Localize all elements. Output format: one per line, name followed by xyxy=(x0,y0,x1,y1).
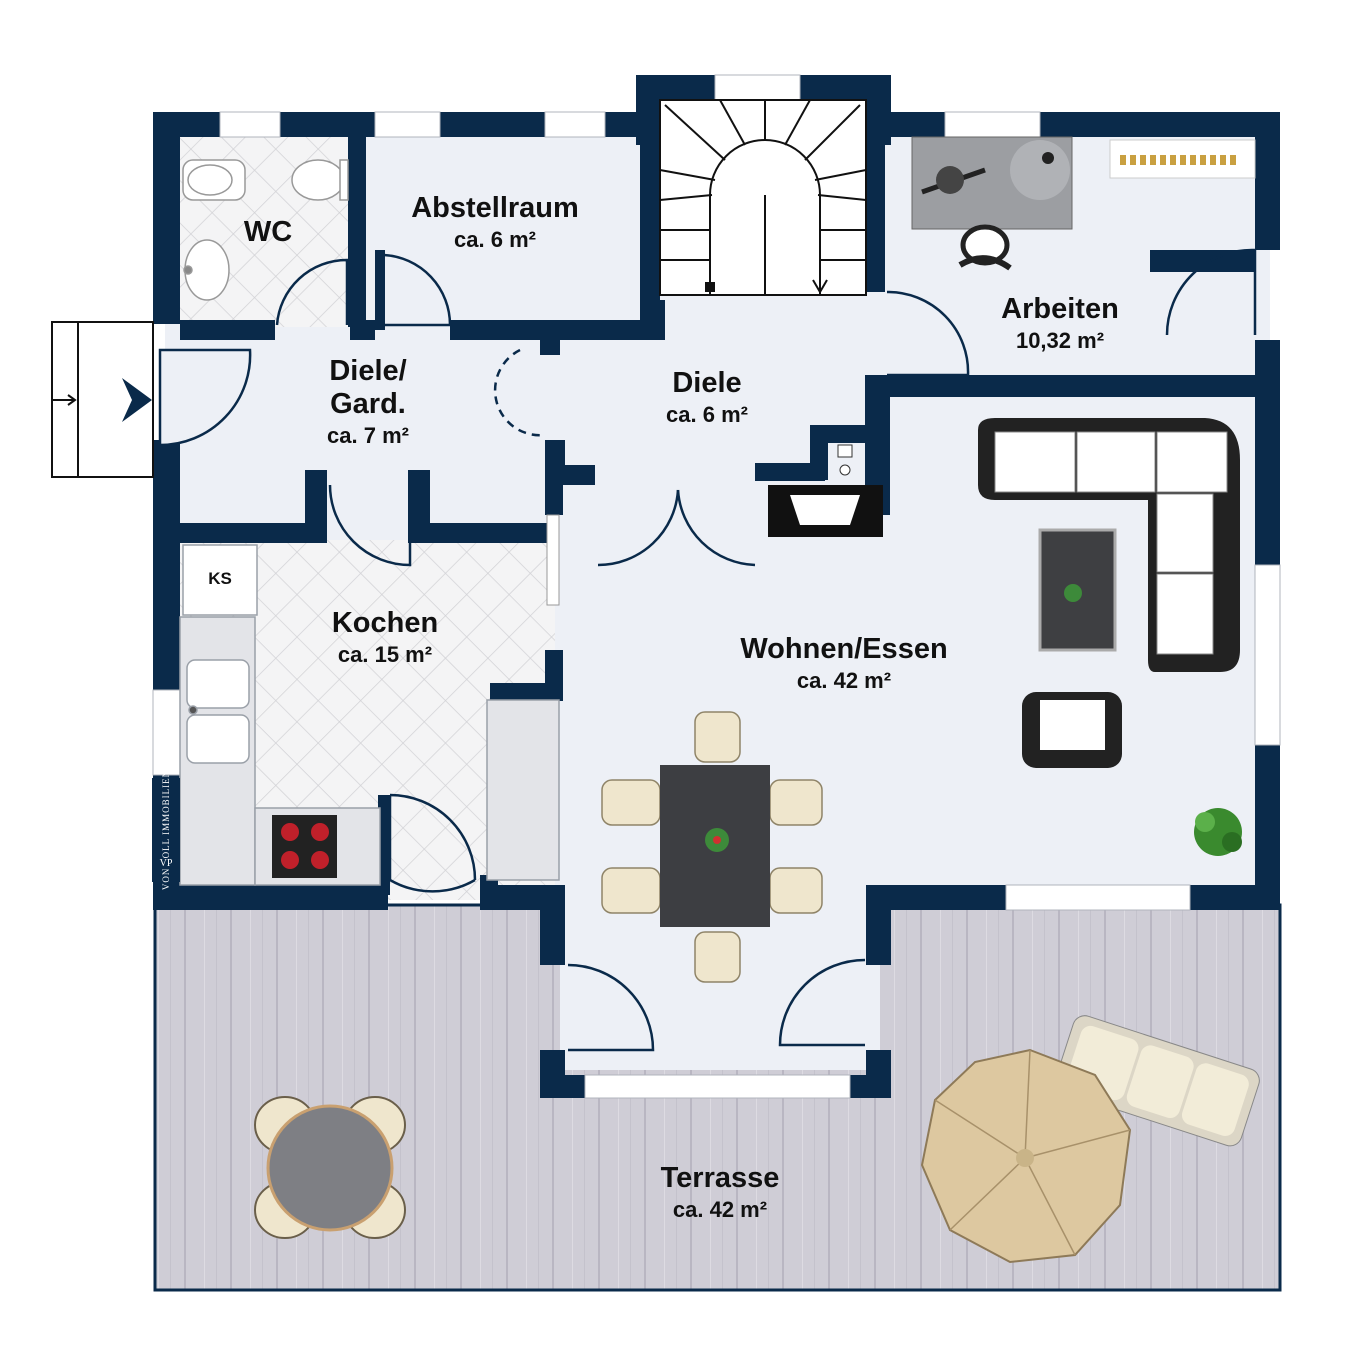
room-name-2: Gard. xyxy=(330,388,406,420)
coffee-table xyxy=(1038,528,1117,652)
room-name: Arbeiten xyxy=(1001,293,1119,325)
cooktop-icon xyxy=(272,815,337,878)
plant-icon xyxy=(1194,808,1242,856)
room-area: ca. 7 m² xyxy=(327,423,409,448)
doors xyxy=(158,248,1257,1052)
room-name: WC xyxy=(243,216,293,248)
room-label-diele: Diele ca. 6 m² xyxy=(666,367,748,430)
room-name: Wohnen/Essen xyxy=(740,633,948,665)
room-name: Abstellraum xyxy=(411,192,579,224)
logo-mark: VP xyxy=(152,858,180,869)
room-label-diele-gard: Diele/ Gard. ca. 7 m² xyxy=(327,355,409,451)
armchair xyxy=(1022,692,1122,768)
entrance-step xyxy=(51,321,154,478)
windows xyxy=(152,74,1281,1099)
room-area: ca. 42 m² xyxy=(796,668,892,693)
wc-fixtures xyxy=(182,159,349,301)
room-label-terrasse: Terrasse ca. 42 m² xyxy=(661,1162,780,1225)
room-name: Diele xyxy=(672,367,742,399)
umbrella-icon xyxy=(920,1048,1132,1264)
room-label-kochen: Kochen ca. 15 m² xyxy=(332,607,438,670)
fireplace-icon xyxy=(768,444,883,537)
room-name: Diele/ xyxy=(329,355,407,387)
stairs-icon xyxy=(659,99,867,296)
room-area: ca. 42 m² xyxy=(672,1197,768,1222)
office-desk xyxy=(911,136,1256,271)
room-label-wohnen: Wohnen/Essen ca. 42 m² xyxy=(740,633,947,696)
room-area: ca. 6 m² xyxy=(666,402,748,427)
sofa-icon xyxy=(978,418,1240,672)
dining-table-icon xyxy=(601,711,823,983)
entrance-arrow-icon xyxy=(122,378,152,422)
fridge-label: KS xyxy=(208,569,232,588)
sun-lounger xyxy=(1054,1015,1260,1147)
room-label-wc: WC xyxy=(244,216,292,249)
kitchen-door-frame xyxy=(546,514,560,606)
room-name: Kochen xyxy=(331,607,439,639)
room-area: ca. 15 m² xyxy=(337,642,433,667)
room-name: Terrasse xyxy=(660,1162,780,1194)
room-area: 10,32 m² xyxy=(1015,328,1105,353)
walls xyxy=(153,75,1280,1098)
room-label-abstellraum: Abstellraum ca. 6 m² xyxy=(411,192,579,255)
round-table-set xyxy=(254,1096,406,1239)
logo-text: VON POLL IMMOBILIEN xyxy=(161,769,171,891)
room-area: ca. 6 m² xyxy=(454,227,536,252)
room-label-arbeiten: Arbeiten 10,32 m² xyxy=(1001,293,1119,356)
